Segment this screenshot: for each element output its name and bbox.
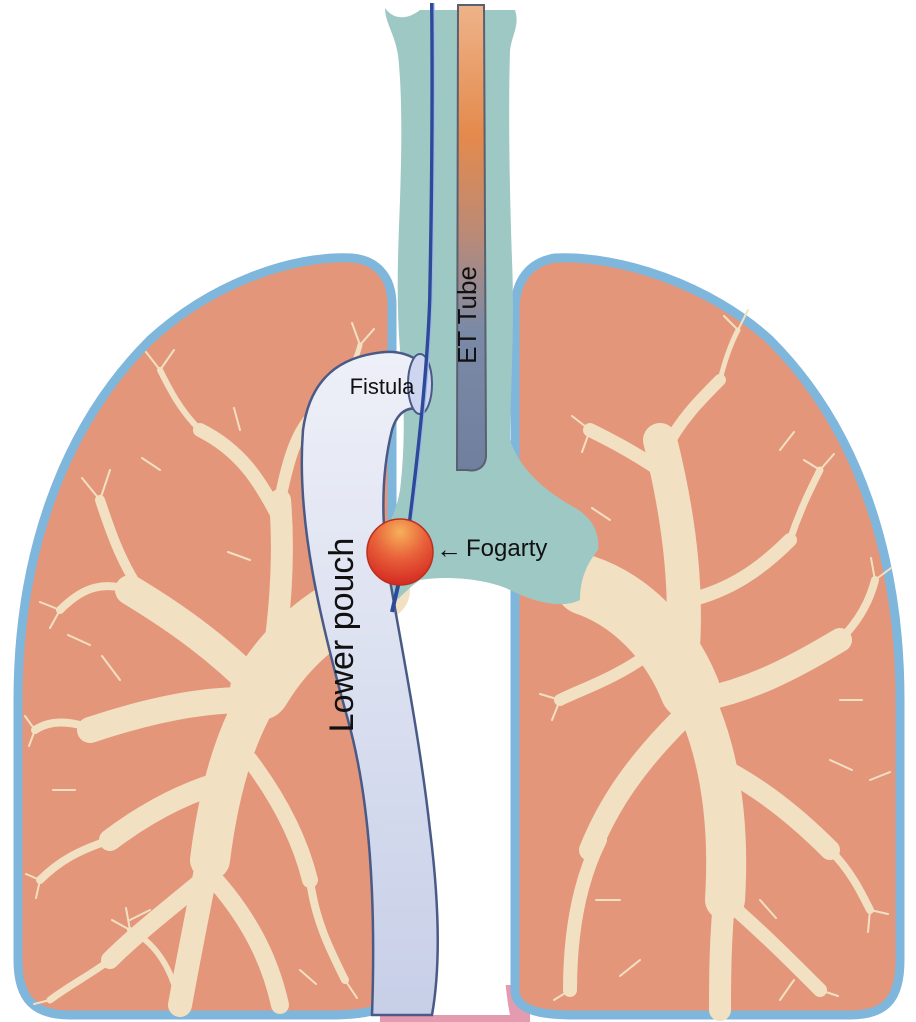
et-tube: [455, 4, 488, 472]
left-bronchial-twigs: [24, 322, 375, 1005]
right-bronchial-twigs: [539, 309, 892, 1011]
fogarty-arrow: ←: [436, 534, 462, 564]
fogarty-label: Fogarty: [466, 535, 547, 562]
fogarty-balloon: [366, 518, 434, 586]
lower-pouch-label: Lower pouch: [323, 538, 361, 733]
et-tube-label: ET Tube: [452, 266, 482, 364]
fogarty-catheter-highlight: [411, 2, 435, 521]
fistula-label: Fistula: [350, 374, 416, 399]
right-bronchial-tree: [554, 327, 879, 1021]
